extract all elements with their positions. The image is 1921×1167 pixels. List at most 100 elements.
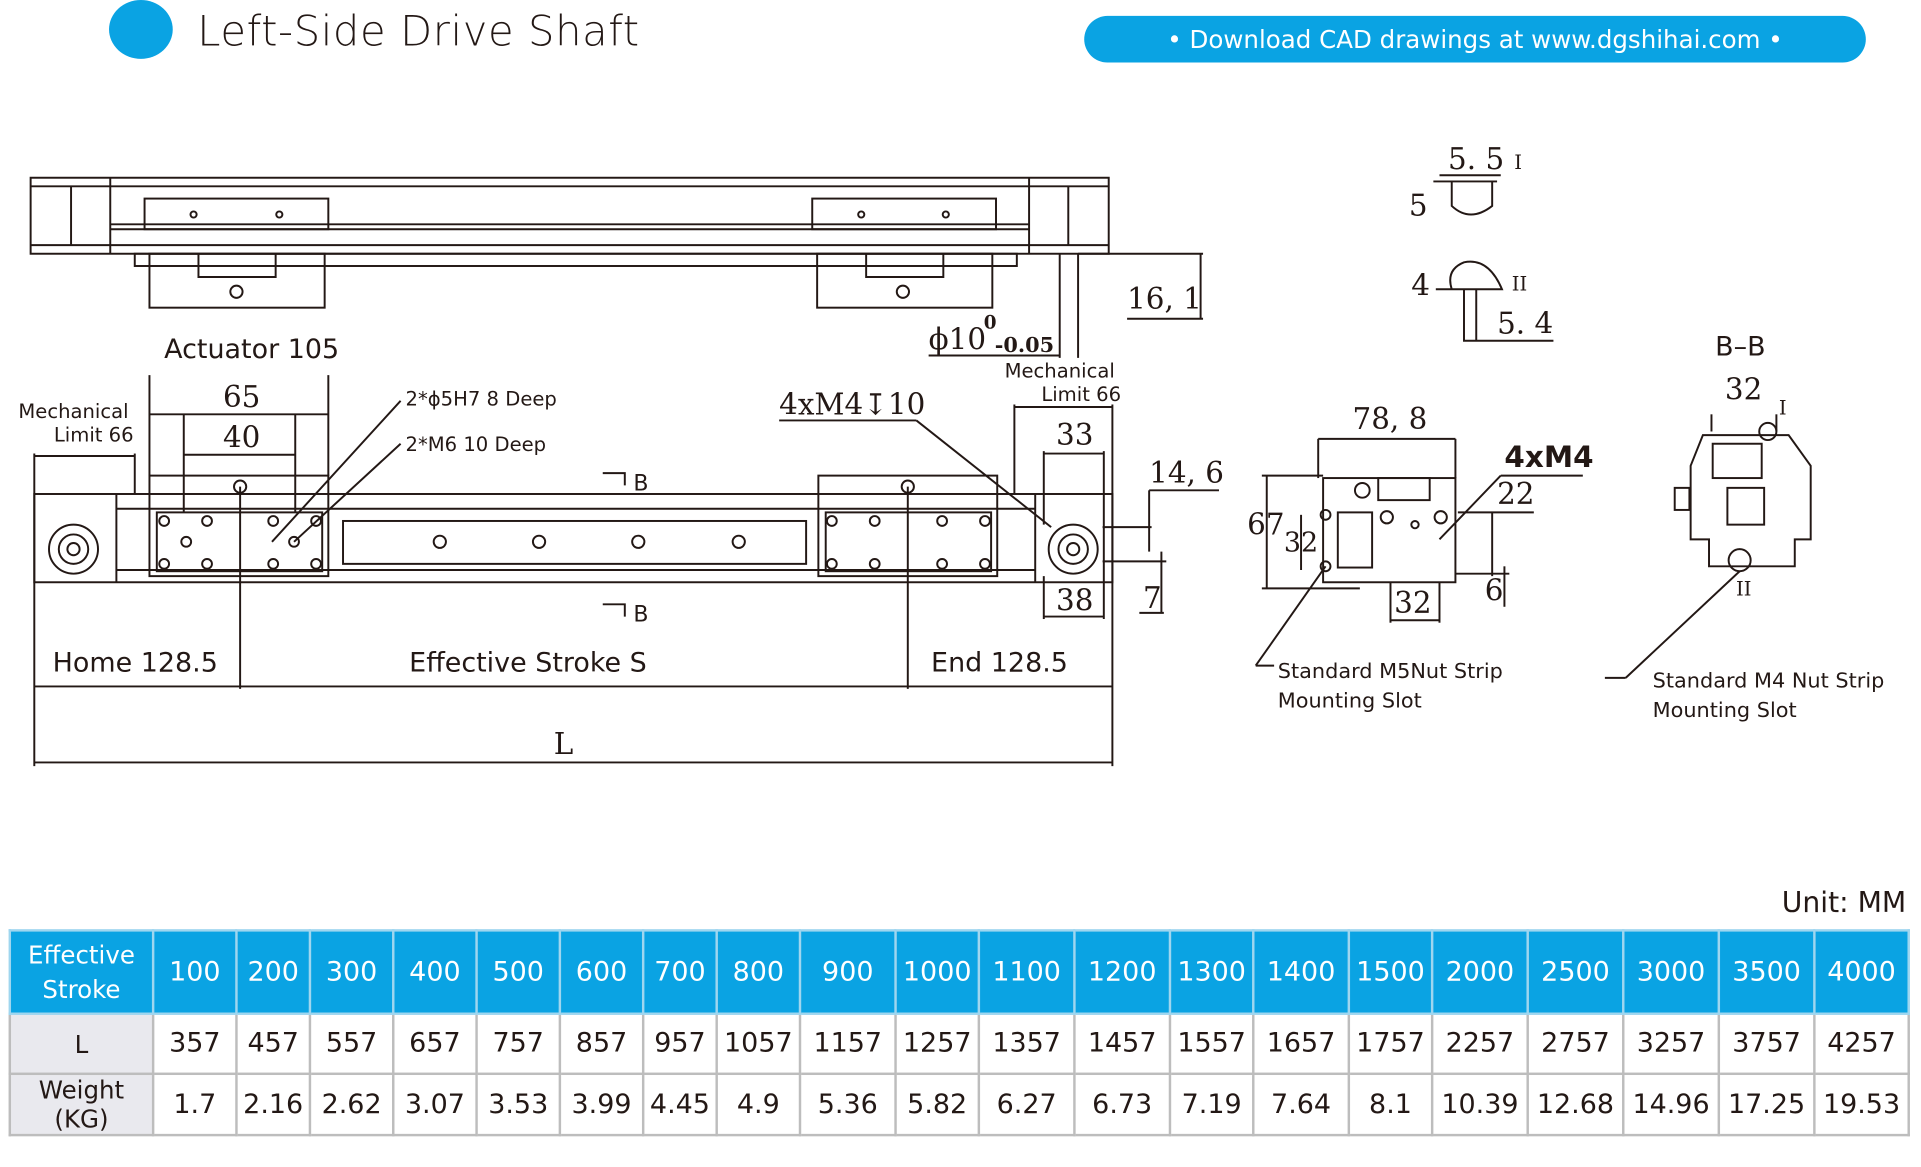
length-cell: 1557 — [1168, 1012, 1255, 1076]
weight-cell: 7.64 — [1252, 1072, 1351, 1137]
weight-cell: 10.39 — [1430, 1072, 1529, 1137]
sec-dim-32-bottom: 32 — [1394, 586, 1431, 620]
cad-download-link[interactable]: • Download CAD drawings at www.dgshihai.… — [1084, 15, 1866, 63]
mech-limit-right-1: Mechanical — [1005, 360, 1115, 383]
mech-limit-left-2: Limit 66 — [54, 423, 134, 446]
weight-cell: 8.1 — [1347, 1072, 1434, 1137]
unit-label: Unit: MM — [1781, 887, 1907, 920]
dim-16-1: 16, 1 — [1127, 282, 1202, 316]
mech-limit-left-1: Mechanical — [18, 400, 128, 423]
m4-note-2: Mounting Slot — [1653, 698, 1797, 722]
slot-ii: II — [1512, 273, 1527, 296]
m6-hole-note: 2*M6 10 Deep — [406, 433, 547, 456]
length-cell: 657 — [392, 1012, 478, 1076]
m5-note-2: Mounting Slot — [1278, 688, 1422, 712]
slot-i: I — [1514, 151, 1522, 174]
stroke-cell: 700 — [641, 929, 718, 1015]
length-cell: 557 — [308, 1012, 395, 1076]
technical-drawing: 16, 1 ϕ10 0 -0.05 — [18, 142, 1884, 767]
weight-cell: 14.96 — [1622, 1072, 1721, 1137]
length-cell: 757 — [475, 1012, 562, 1076]
stroke-cell: 1300 — [1168, 929, 1255, 1015]
weight-cell: 12.68 — [1526, 1072, 1625, 1137]
weight-cell: 5.82 — [894, 1072, 981, 1137]
length-cell: 1057 — [715, 1012, 802, 1076]
length-cell: 1257 — [894, 1012, 981, 1076]
length-label: L — [554, 727, 574, 761]
section-b-bottom: B — [633, 602, 648, 627]
bb-dim-32: 32 — [1725, 373, 1762, 407]
stroke-cell: 200 — [235, 929, 312, 1015]
length-cell: 4257 — [1813, 1012, 1910, 1076]
length-cell: 457 — [235, 1012, 312, 1076]
pin-hole-note: 2*ϕ5H7 8 Deep — [406, 388, 557, 411]
weight-cell: 2.62 — [308, 1072, 395, 1137]
side-view — [33, 375, 1219, 767]
length-cell: 2257 — [1430, 1012, 1529, 1076]
row-header-weight: Weight (KG) — [8, 1072, 155, 1137]
dim-38: 38 — [1056, 583, 1093, 617]
weight-cell: 5.36 — [798, 1072, 897, 1137]
slot-dim-5-4: 5. 4 — [1497, 306, 1553, 340]
stroke-cell: 1000 — [894, 929, 981, 1015]
length-cell: 957 — [641, 1012, 718, 1076]
bb-title: B–B — [1715, 331, 1765, 362]
sec-dim-78-8: 78, 8 — [1353, 402, 1428, 436]
stroke-cell: 100 — [151, 929, 238, 1015]
weight-cell: 1.7 — [151, 1072, 238, 1137]
m4-hole-note: 4xM4↧10 — [779, 387, 925, 421]
bb-i: I — [1779, 396, 1787, 419]
stroke-cell: 900 — [798, 929, 897, 1015]
weight-cell: 4.9 — [715, 1072, 802, 1137]
slot-details — [1433, 174, 1554, 342]
weight-cell: 6.73 — [1073, 1072, 1172, 1137]
length-cell: 857 — [558, 1012, 645, 1076]
length-cell: 2757 — [1526, 1012, 1625, 1076]
mech-limit-right-2: Limit 66 — [1041, 383, 1121, 406]
weight-cell: 7.19 — [1168, 1072, 1255, 1137]
section-b-top: B — [633, 471, 648, 496]
cross-section — [1254, 437, 1583, 667]
stroke-cell: 1200 — [1073, 929, 1172, 1015]
stroke-cell: 2500 — [1526, 929, 1625, 1015]
length-cell: 1157 — [798, 1012, 897, 1076]
sec-dim-32-left: 32 — [1284, 528, 1318, 559]
row-header-length: L — [8, 1012, 155, 1076]
slot-dim-5: 5 — [1409, 189, 1428, 223]
stroke-cell: 400 — [392, 929, 478, 1015]
stroke-cell: 300 — [308, 929, 395, 1015]
stroke-cell: 1400 — [1252, 929, 1351, 1015]
length-cell: 1657 — [1252, 1012, 1351, 1076]
weight-cell: 17.25 — [1717, 1072, 1816, 1137]
stroke-cell: 2000 — [1430, 929, 1529, 1015]
dim-40: 40 — [223, 420, 260, 454]
stroke-cell: 1500 — [1347, 929, 1434, 1015]
home-label: Home 128.5 — [53, 648, 218, 679]
slot-dim-4: 4 — [1411, 268, 1430, 302]
sec-dim-67: 67 — [1247, 507, 1284, 541]
length-cell: 1357 — [977, 1012, 1076, 1076]
weight-cell: 3.07 — [392, 1072, 478, 1137]
tol-upper: 0 — [984, 313, 997, 334]
sec-4xm4: 4xM4 — [1504, 440, 1593, 474]
page-title: Left-Side Drive Shaft — [197, 7, 640, 57]
top-view — [29, 176, 1204, 358]
stroke-cell: 1100 — [977, 929, 1076, 1015]
weight-cell: 3.53 — [475, 1072, 562, 1137]
bb-ii: II — [1736, 578, 1751, 601]
stroke-cell: 500 — [475, 929, 562, 1015]
dim-33: 33 — [1056, 418, 1093, 452]
dim-14-6: 14, 6 — [1149, 456, 1224, 490]
length-cell: 1757 — [1347, 1012, 1434, 1076]
length-cell: 1457 — [1073, 1012, 1172, 1076]
stroke-cell: 3500 — [1717, 929, 1816, 1015]
stroke-label: Effective Stroke S — [409, 648, 647, 679]
stroke-cell: 600 — [558, 929, 645, 1015]
sec-dim-22: 22 — [1497, 477, 1534, 511]
actuator-label: Actuator 105 — [164, 334, 339, 365]
